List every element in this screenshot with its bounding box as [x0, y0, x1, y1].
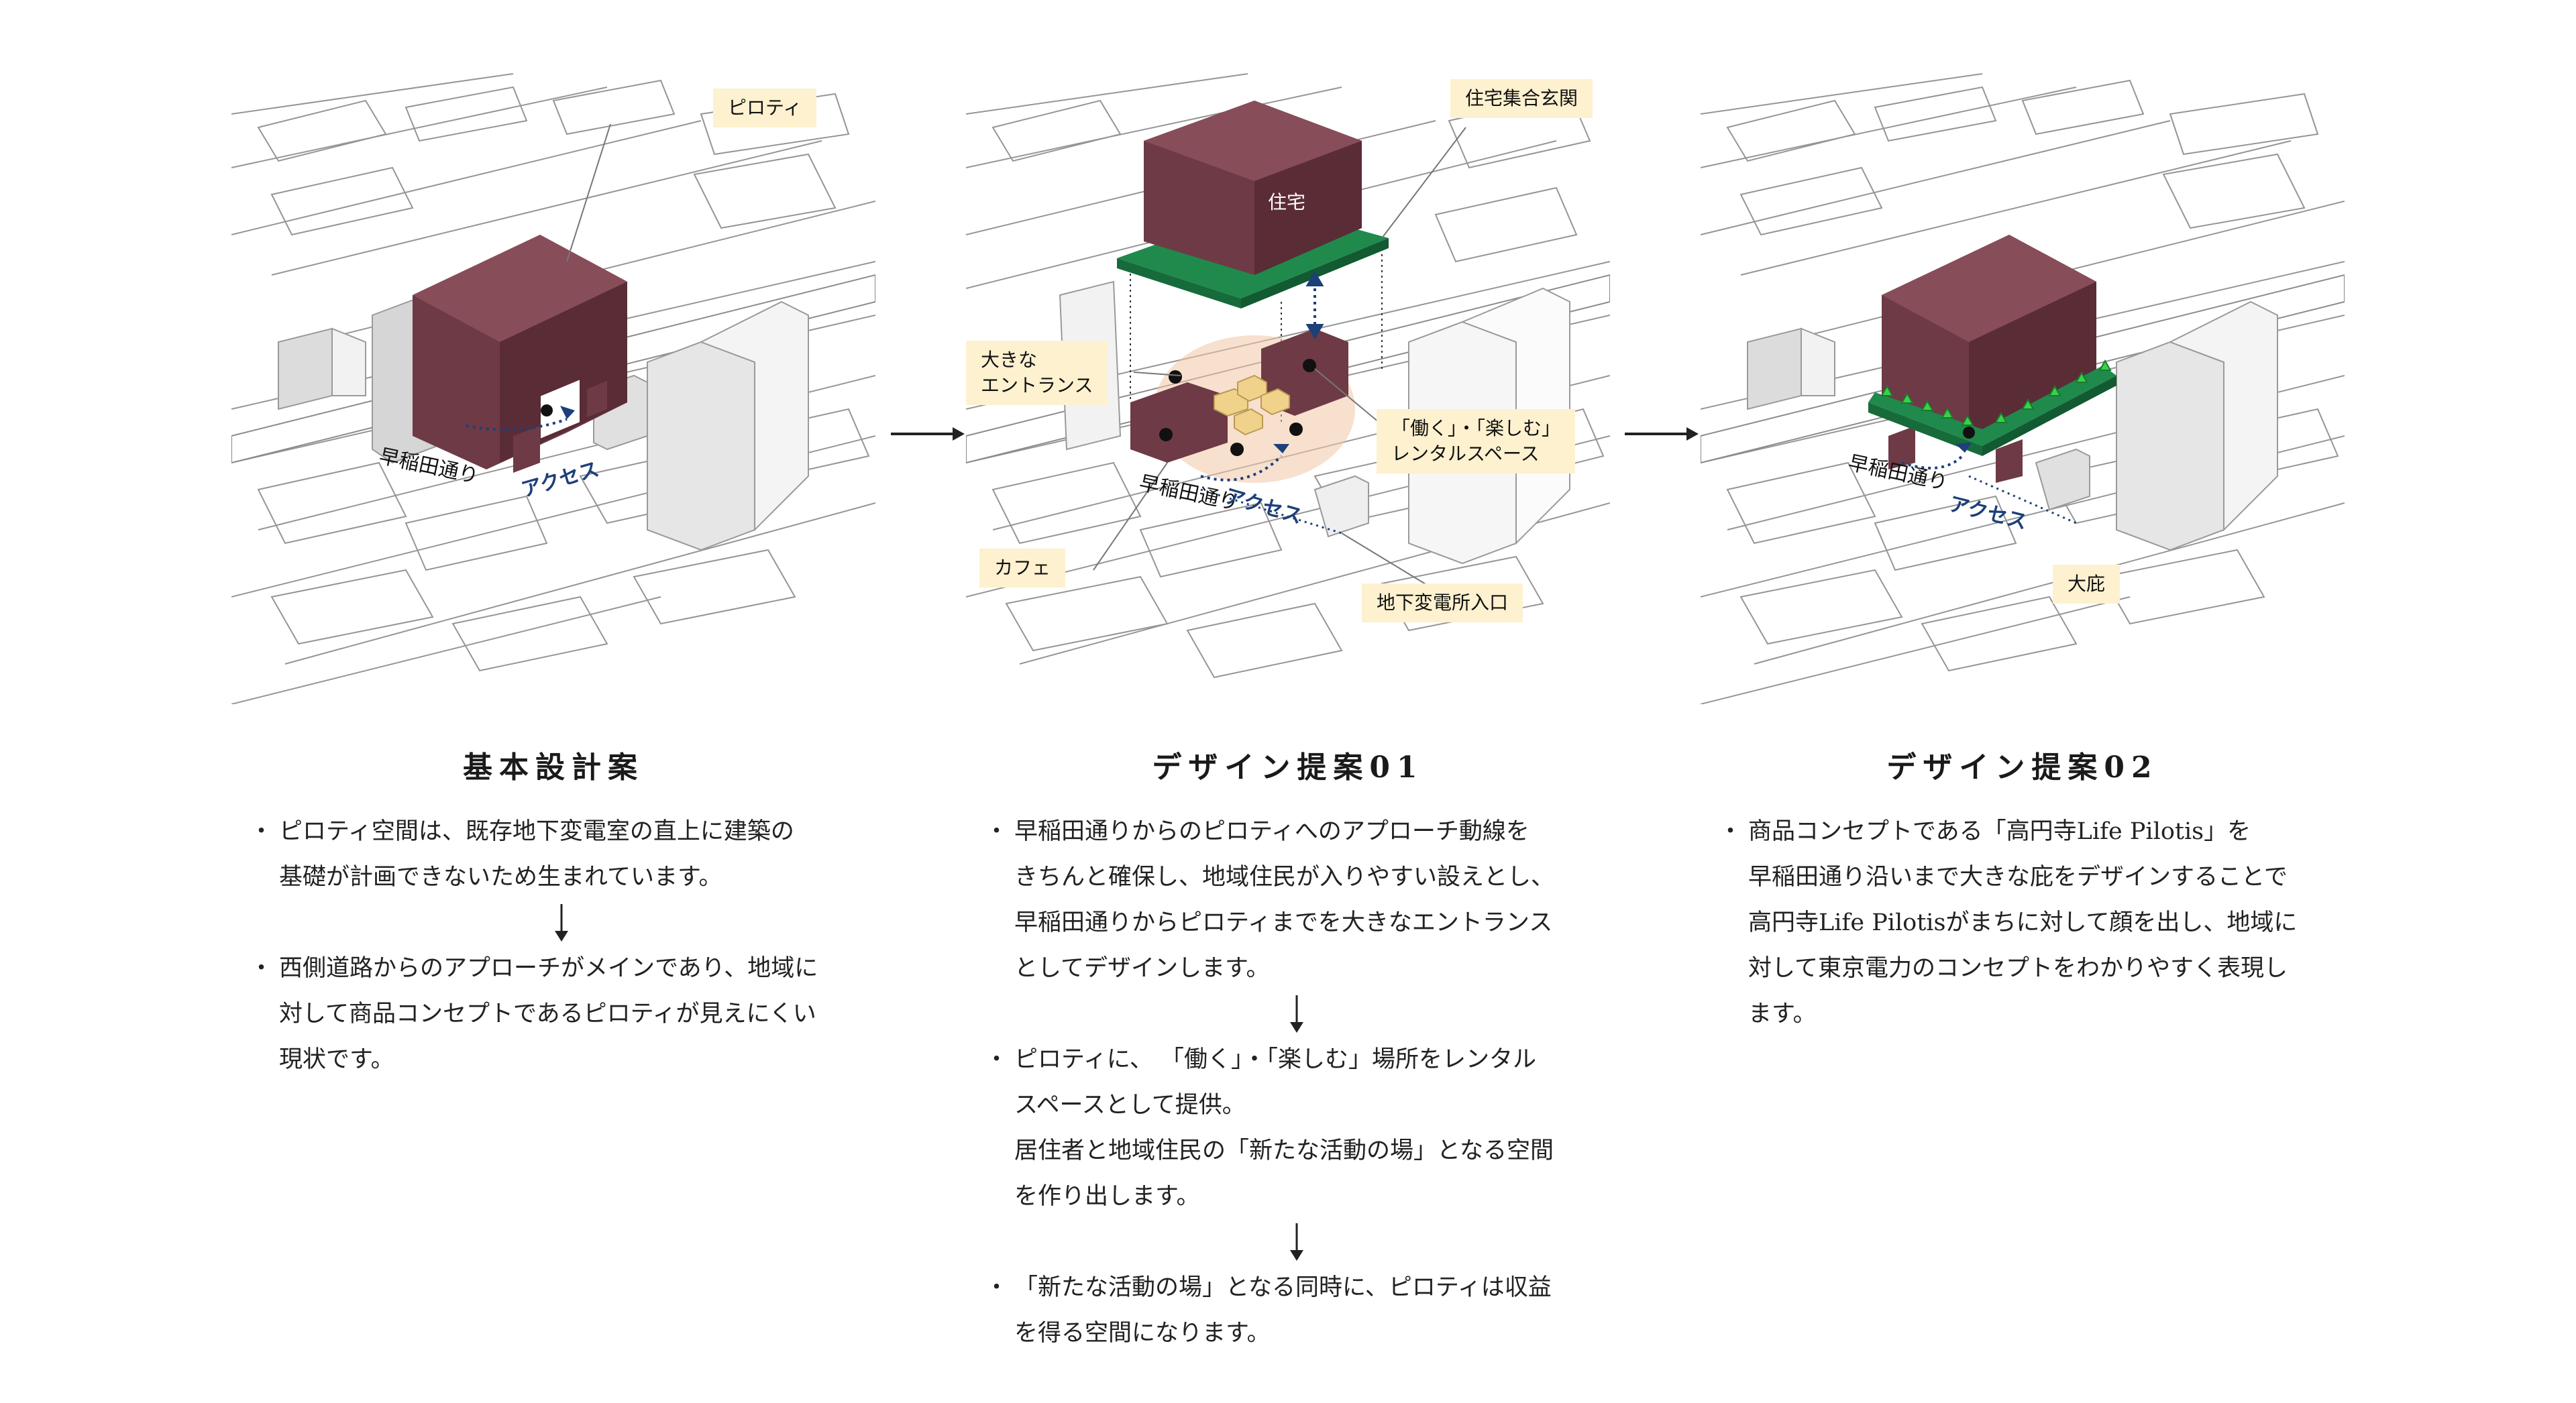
text-line: 対して商品コンセプトであるピロティが見えにくい: [279, 1001, 816, 1027]
access-arrowhead: [1955, 443, 1972, 453]
text-line: 現状です。: [279, 1046, 394, 1073]
text-line: としてデザインします。: [1014, 955, 1270, 982]
column-body-design-01: ・ 早稲田通りからのピロティへのアプローチ動線を きちんと確保し、地域住民が入り…: [971, 809, 1602, 1356]
bullet-item: ・ 早稲田通りからのピロティへのアプローチ動線を きちんと確保し、地域住民が入り…: [971, 809, 1602, 991]
text-line: 対して東京電力のコンセプトをわかりやすく表現し: [1748, 955, 2288, 982]
right-arrow-icon: [891, 427, 965, 441]
main-building: [1882, 235, 2096, 483]
down-arrow-icon: [971, 991, 1602, 1037]
leader-line: [566, 123, 611, 262]
entrance-dot: [1963, 427, 1975, 439]
neighbour-buildings: [1747, 300, 2278, 551]
bullet-mark: ・: [985, 1274, 1009, 1301]
column-title-design-01: デザイン提案01: [1152, 750, 1424, 785]
tag-pilotis: ピロティ: [713, 89, 817, 127]
bullet-mark: ・: [1719, 818, 1743, 845]
canopy-route: [1968, 475, 2077, 524]
axonometric-map-design-01: [966, 73, 1610, 679]
access-route: [1901, 455, 1964, 469]
tag-cafe: カフェ: [979, 549, 1066, 587]
bullet-item: ・ 西側道路からのアプローチがメインであり、地域に 対して商品コンセプトであるピ…: [236, 946, 867, 1082]
column-title-design-02: デザイン提案02: [1886, 750, 2159, 785]
column-body-basic: ・ ピロティ空間は、既存地下変電室の直上に建築の 基礎が計画できないため生まれて…: [236, 809, 867, 1082]
text-line: 高円寺Life Pilotisがまちに対して顔を出し、地域に: [1748, 909, 2298, 936]
bullet-item: ・ ピロティ空間は、既存地下変電室の直上に建築の 基礎が計画できないため生まれて…: [236, 809, 867, 900]
tag-big-entrance: 大きな エントランス: [966, 341, 1108, 405]
access-arrowhead: [560, 406, 575, 419]
text-line: 早稲田通りからピロティまでを大きなエントランス: [1014, 909, 1553, 936]
bullet-item: ・ 「新たな活動の場」となる同時に、ピロティは収益 を得る空間になります。: [971, 1265, 1602, 1356]
substation-route: [1200, 488, 1342, 535]
bullet-item: ・ ピロティに、 「働く」・「楽しむ」場所をレンタル スペースとして提供。 居住…: [971, 1037, 1602, 1219]
text-line: スペースとして提供。: [1014, 1092, 1246, 1119]
tag-rental-space: 「働く」・「楽しむ」 レンタルスペース: [1377, 409, 1576, 473]
diagram-panel-design-01: 住宅集合玄関 大きな エントランス 「働く」・「楽しむ」 レンタルスペース カフ…: [966, 60, 1610, 704]
text-line: 「新たな活動の場」となる同時に、ピロティは収益: [1014, 1274, 1552, 1301]
column-body-design-02: ・ 商品コンセプトである「高円寺Life Pilotis」を 早稲田通り沿いまで…: [1705, 809, 2336, 1037]
axonometric-map-basic: [231, 73, 875, 704]
diagram-panel-design-02: 大庇 早稲田通り アクセス: [1701, 60, 2345, 704]
pilotis-volumes: [1130, 329, 1348, 463]
bullet-mark: ・: [985, 1046, 1009, 1073]
text-line: ピロティ空間は、既存地下変電室の直上に建築の: [279, 818, 794, 845]
diagram-panel-basic-design: ピロティ 早稲田通り アクセス: [231, 60, 875, 704]
axonometric-map-design-02: [1701, 73, 2345, 704]
tag-entrance-hall: 住宅集合玄関: [1450, 79, 1593, 118]
green-canopy: [1868, 359, 2116, 456]
text-line: 居住者と地域住民の「新たな活動の場」となる空間: [1014, 1137, 1554, 1164]
text-line: 西側道路からのアプローチがメインであり、地域に: [279, 955, 818, 982]
access-arrowhead: [1273, 444, 1289, 453]
right-arrow-icon: [1625, 427, 1699, 441]
text-line: 基礎が計画できないため生まれています。: [279, 864, 722, 891]
text-line: 早稲田通りからのピロティへのアプローチ動線を: [1014, 818, 1529, 845]
text-line: 商品コンセプトである「高円寺Life Pilotis」を: [1748, 818, 2251, 845]
bullet-mark: ・: [985, 818, 1009, 845]
text-line: 早稲田通り沿いまで大きな庇をデザインすることで: [1748, 864, 2288, 891]
vertical-connection-arrow: [1305, 271, 1324, 339]
text-line: を作り出します。: [1014, 1183, 1200, 1210]
down-arrow-icon: [236, 900, 867, 946]
bullet-mark: ・: [250, 955, 274, 982]
housing-label: 住宅: [1268, 191, 1306, 213]
bullet-item: ・ 商品コンセプトである「高円寺Life Pilotis」を 早稲田通り沿いまで…: [1705, 809, 2336, 1037]
text-line: ピロティに、 「働く」・「楽しむ」場所をレンタル: [1014, 1046, 1536, 1073]
text-line: きちんと確保し、地域住民が入りやすい設えとし、: [1014, 864, 1555, 891]
bullet-mark: ・: [250, 818, 274, 845]
tag-canopy: 大庇: [2053, 565, 2121, 604]
column-title-basic: 基本設計案: [463, 750, 644, 785]
tag-substation-entrance: 地下変電所入口: [1362, 583, 1523, 622]
down-arrow-icon: [971, 1219, 1602, 1265]
text-line: ます。: [1748, 1001, 1817, 1027]
housing-block: [1117, 101, 1389, 308]
text-line: を得る空間になります。: [1014, 1320, 1271, 1347]
